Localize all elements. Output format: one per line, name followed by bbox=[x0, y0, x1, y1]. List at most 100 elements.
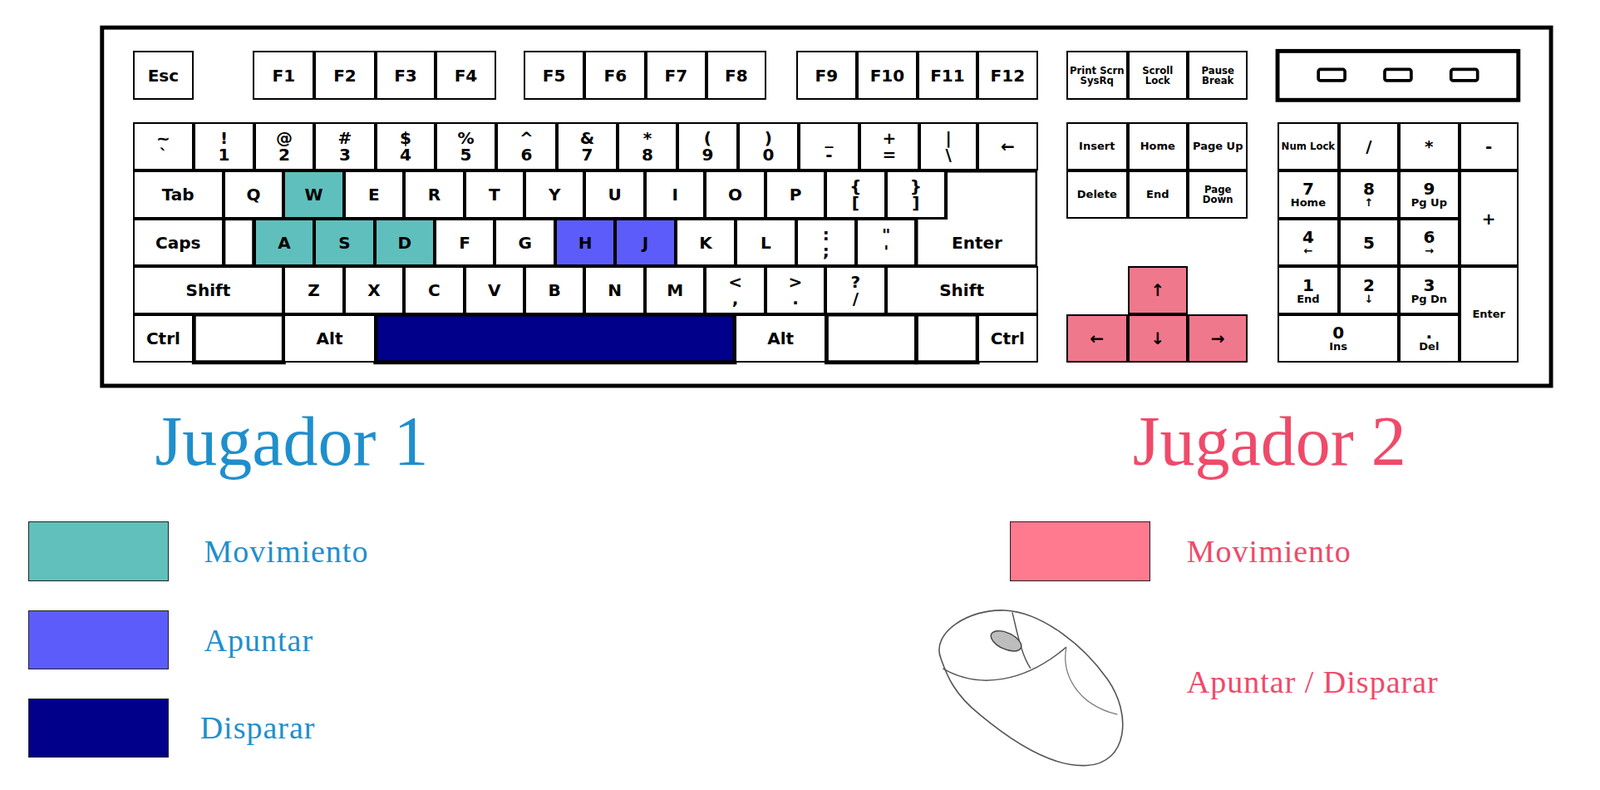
key: Ctrl bbox=[132, 314, 195, 363]
key-label: = bbox=[882, 146, 897, 163]
key: K bbox=[675, 218, 736, 267]
key: * bbox=[1398, 122, 1459, 171]
key-label: % bbox=[457, 129, 474, 147]
keyboard-frame bbox=[102, 27, 1551, 386]
key-label: Enter bbox=[951, 234, 1003, 252]
key-label: / bbox=[1365, 137, 1372, 155]
key-label: 5 bbox=[1363, 234, 1375, 252]
key: Alt bbox=[734, 314, 827, 363]
key-label: S bbox=[338, 234, 350, 252]
key: F5 bbox=[523, 50, 586, 100]
key-label: X bbox=[367, 281, 380, 299]
key: J bbox=[615, 218, 675, 267]
key: F12 bbox=[977, 50, 1038, 100]
key: 7Home bbox=[1277, 170, 1340, 219]
mouse-body bbox=[939, 610, 1123, 766]
key: F9 bbox=[796, 50, 858, 100]
key-label: Tab bbox=[162, 186, 195, 203]
key-label: ↑ bbox=[1363, 196, 1374, 208]
key-label: Page Up bbox=[1192, 140, 1243, 153]
key: "' bbox=[856, 218, 916, 267]
key: 3Pg Dn bbox=[1398, 265, 1459, 315]
key-label: 3 bbox=[1422, 276, 1435, 294]
key-label: _ bbox=[824, 129, 833, 147]
key: F11 bbox=[917, 50, 978, 100]
key-label: → bbox=[1211, 329, 1226, 347]
key-label: G bbox=[517, 234, 532, 252]
key-label: Ctrl bbox=[990, 329, 1025, 347]
legend-text: Movimiento bbox=[1186, 532, 1352, 570]
key: 9Pg Up bbox=[1398, 170, 1459, 219]
key: F6 bbox=[584, 50, 646, 100]
key: Enter bbox=[915, 170, 1038, 266]
key: 5 bbox=[1339, 218, 1399, 267]
key-label: W bbox=[304, 186, 323, 203]
key: ~` bbox=[132, 122, 195, 171]
key-label: F3 bbox=[393, 67, 418, 84]
key-label: . bbox=[1426, 324, 1433, 341]
key: @2 bbox=[254, 122, 315, 171]
key: A bbox=[254, 218, 315, 267]
key-label: End bbox=[1296, 293, 1320, 305]
key: (9 bbox=[677, 122, 738, 171]
key-label: 6 bbox=[521, 146, 533, 163]
key-label: / bbox=[852, 290, 859, 307]
key-label: F5 bbox=[542, 67, 567, 84]
key-label: U bbox=[608, 186, 622, 203]
led-indicator bbox=[1451, 68, 1478, 81]
key-label: ; bbox=[822, 242, 830, 260]
key-label: Y bbox=[548, 186, 561, 203]
legend-swatch bbox=[28, 698, 168, 758]
key-label: D bbox=[397, 234, 412, 252]
key-label: 6 bbox=[1422, 228, 1435, 246]
key-label: Page Down bbox=[1189, 184, 1246, 206]
key: B bbox=[524, 265, 585, 315]
key-label: Pg Up bbox=[1411, 196, 1448, 208]
key: Shift bbox=[132, 265, 285, 315]
enter-outline bbox=[915, 170, 1038, 266]
key-label: + bbox=[882, 129, 897, 147]
key-label: Insert bbox=[1078, 140, 1115, 153]
legend-swatch bbox=[28, 610, 168, 670]
key-label: 8 bbox=[641, 146, 654, 163]
key-label: Home bbox=[1140, 140, 1176, 153]
key: Y bbox=[524, 170, 585, 219]
key: S bbox=[314, 218, 375, 267]
key: End bbox=[1127, 170, 1188, 219]
key-label: Pg Dn bbox=[1411, 293, 1448, 305]
key: 0Ins bbox=[1277, 314, 1399, 363]
key-label: ← bbox=[1303, 245, 1313, 256]
key: Z bbox=[283, 265, 344, 315]
key: Shift bbox=[886, 265, 1039, 315]
key-label: F12 bbox=[990, 67, 1026, 84]
key-label: 9 bbox=[1422, 180, 1435, 197]
key-label: } bbox=[910, 177, 922, 195]
key-label: ↑ bbox=[1150, 281, 1165, 299]
player-heading: Jugador 1 bbox=[155, 400, 429, 482]
key-label: ← bbox=[1000, 137, 1015, 155]
key-label: F9 bbox=[815, 67, 839, 84]
key: Insert bbox=[1066, 122, 1128, 171]
key: I bbox=[644, 170, 705, 219]
key-label: R bbox=[428, 186, 441, 203]
key-label: Home bbox=[1290, 196, 1326, 208]
key: Tab bbox=[132, 170, 224, 219]
key-label: 8 bbox=[1363, 180, 1375, 197]
key: Enter bbox=[1459, 265, 1519, 362]
key: F3 bbox=[375, 50, 436, 100]
key-label: 7 bbox=[581, 146, 594, 163]
key-label: ' bbox=[883, 242, 889, 260]
key-label: . bbox=[792, 290, 799, 307]
key: *8 bbox=[617, 122, 678, 171]
key-label: Ins bbox=[1329, 340, 1348, 352]
key: Ctrl bbox=[977, 314, 1038, 363]
enter-shape bbox=[917, 171, 1038, 266]
key: ?/ bbox=[825, 265, 886, 315]
key: Pause Break bbox=[1187, 50, 1248, 100]
led-indicator bbox=[1384, 68, 1412, 81]
key-label: F10 bbox=[870, 67, 906, 84]
key-label: * bbox=[1424, 137, 1433, 155]
key-label: F4 bbox=[454, 67, 478, 84]
key-label: Q bbox=[246, 186, 261, 203]
key: G bbox=[494, 218, 555, 267]
